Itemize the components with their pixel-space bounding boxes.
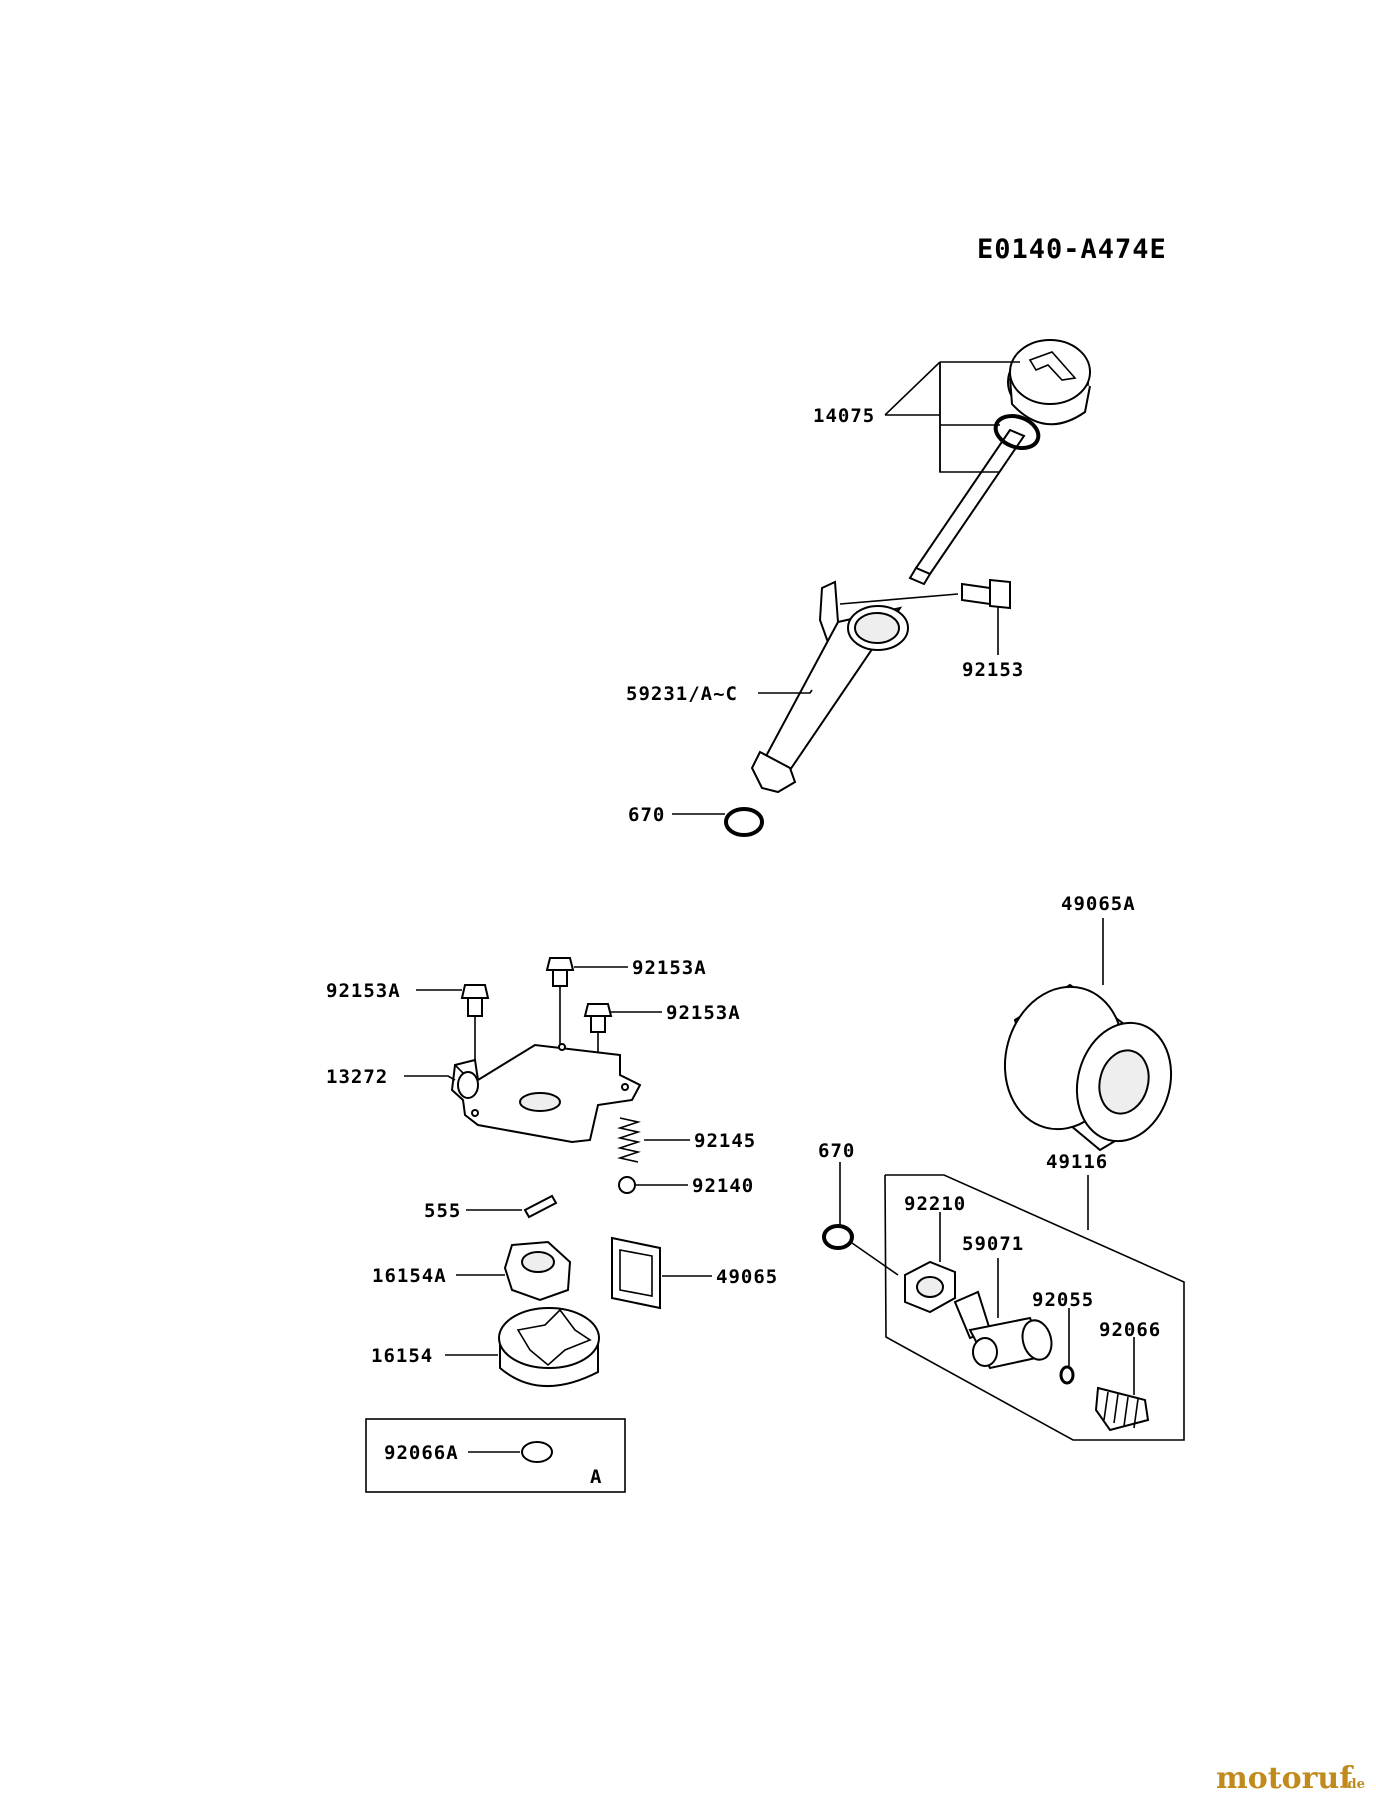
oil-filler-tube-part	[750, 580, 909, 794]
adapter-59071-part	[953, 1290, 1053, 1370]
callout-49065A: 49065A	[1061, 893, 1136, 915]
callout-92145: 92145	[694, 1130, 756, 1152]
callout-92153: 92153	[962, 659, 1024, 681]
ring-92066A-part	[521, 1441, 553, 1463]
stud-92066-part	[1094, 1386, 1150, 1432]
callout-92153A-2: 92153A	[632, 957, 707, 979]
callout-92153A-1: 92153A	[326, 980, 401, 1002]
callout-49065: 49065	[716, 1266, 778, 1288]
bolt-92153A-1-part	[460, 984, 490, 1017]
callout-92055: 92055	[1032, 1289, 1094, 1311]
callout-16154A: 16154A	[372, 1265, 447, 1287]
callout-59071: 59071	[962, 1233, 1024, 1255]
o-ring-670-top-part	[724, 807, 764, 837]
watermark-logo: motoruf	[1216, 1761, 1354, 1796]
callout-92066: 92066	[1099, 1319, 1161, 1341]
callout-92210: 92210	[904, 1193, 966, 1215]
leader-13272	[404, 1075, 456, 1081]
callout-14075: 14075	[813, 405, 875, 427]
callout-92153A-3: 92153A	[666, 1002, 741, 1024]
callout-59231: 59231/A~C	[626, 683, 738, 705]
callout-555: 555	[424, 1200, 461, 1222]
callout-92140: 92140	[692, 1175, 754, 1197]
ball-92140-part	[618, 1176, 636, 1194]
dipstick-part	[908, 339, 1091, 586]
bolt-92153A-3-part	[583, 1003, 613, 1033]
callout-670-mid: 670	[818, 1140, 855, 1162]
box-letter: A	[590, 1466, 602, 1488]
callout-92066A: 92066A	[384, 1442, 459, 1464]
screen-49065-part	[611, 1236, 661, 1310]
kit-49116-outline	[884, 1174, 1185, 1441]
diagram-code: E0140-A474E	[977, 234, 1167, 265]
bolt-92153-part	[961, 578, 1011, 610]
callout-13272: 13272	[326, 1066, 388, 1088]
accessory-box	[365, 1418, 626, 1493]
callout-670-top: 670	[628, 804, 665, 826]
washer-92055-part	[1059, 1365, 1075, 1385]
nut-92210-part	[904, 1260, 956, 1314]
pin-555-part	[523, 1194, 558, 1219]
spring-92145-part	[617, 1117, 641, 1163]
outer-rotor-part	[498, 1307, 600, 1388]
oil-filter-part	[1003, 983, 1173, 1152]
pump-cover-part	[450, 1043, 642, 1144]
watermark-suffix: .de	[1343, 1777, 1365, 1792]
bolt-92153A-2-part	[545, 957, 575, 987]
callout-16154: 16154	[371, 1345, 433, 1367]
inner-rotor-part	[503, 1240, 572, 1302]
leader-59231	[758, 689, 813, 694]
callout-49116: 49116	[1046, 1151, 1108, 1173]
o-ring-670-mid-part	[822, 1224, 854, 1250]
